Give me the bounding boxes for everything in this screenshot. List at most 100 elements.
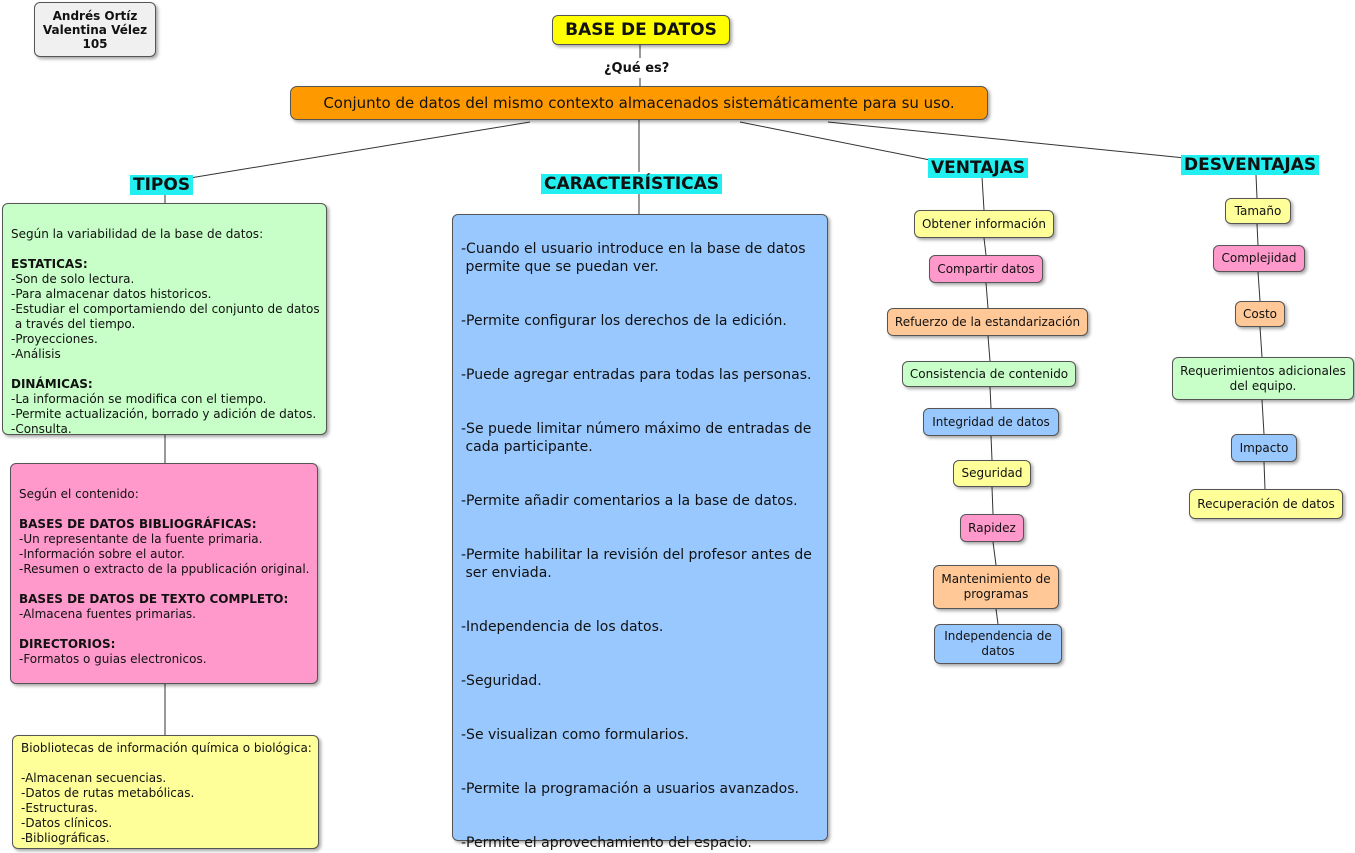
heading-caracteristicas: CARACTERÍSTICAS: [541, 174, 723, 194]
text-line: Según la variabilidad de la base de dato…: [11, 227, 264, 241]
caracteristica-line: -Permite habilitar la revisión del profe…: [461, 547, 812, 563]
text-line: -Consulta.: [11, 422, 72, 436]
desventaja-node: Recuperación de datos: [1189, 489, 1343, 519]
desventaja-node: Tamaño: [1225, 198, 1291, 224]
ventaja-label: Consistencia de contenido: [909, 366, 1069, 381]
group-number: 105: [82, 36, 108, 51]
caracteristica-line: -Cuando el usuario introduce en la base …: [461, 241, 806, 257]
text-line: DINÁMICAS:: [11, 377, 93, 391]
text-line: -Son de solo lectura.: [11, 272, 135, 286]
text-line: [21, 756, 310, 771]
text-line: -Formatos o guias electronicos.: [19, 652, 207, 666]
ventaja-node: Consistencia de contenido: [902, 361, 1076, 387]
caracteristicas-box: -Cuando el usuario introduce en la base …: [452, 214, 828, 851]
definition-box: Conjunto de datos del mismo contexto alm…: [290, 86, 988, 120]
caracteristica-line: -Permite la programación a usuarios avan…: [461, 781, 799, 797]
ventaja-node: Independencia de datos: [934, 624, 1062, 664]
ventaja-node: Seguridad: [953, 460, 1031, 487]
desventaja-label: Costo: [1242, 306, 1278, 321]
caracteristica-line: [461, 816, 819, 834]
text-line: -Proyecciones.: [11, 332, 98, 346]
text-line: [19, 577, 309, 592]
tipos-biologica-box: Biobliotecas de información química o bi…: [12, 735, 319, 849]
text-line: -Datos clínicos.: [21, 816, 113, 830]
page-title: BASE DE DATOS: [565, 19, 717, 40]
caracteristica-line: [461, 654, 819, 672]
definition-text: Conjunto de datos del mismo contexto alm…: [323, 93, 955, 112]
text-line: -Información sobre el autor.: [19, 547, 185, 561]
caracteristica-line: [461, 636, 819, 654]
caracteristica-line: [461, 330, 819, 348]
text-line: -Datos de rutas metabólicas.: [21, 786, 195, 800]
caracteristica-line: ser enviada.: [461, 565, 552, 581]
ventaja-node: Mantenimiento de programas: [933, 565, 1059, 609]
text-line: [11, 242, 318, 257]
desventaja-node: Impacto: [1231, 434, 1297, 462]
ventaja-node: Compartir datos: [929, 255, 1043, 283]
caracteristica-line: [461, 582, 819, 600]
desventaja-node: Complejidad: [1213, 245, 1305, 272]
text-line: -Resumen o extracto de la ppublicación o…: [19, 562, 310, 576]
author-name-1: Andrés Ortíz: [52, 8, 138, 23]
caracteristica-line: [461, 456, 819, 474]
ventaja-node: Refuerzo de la estandarización: [887, 308, 1088, 336]
authors-box: Andrés Ortíz Valentina Vélez 105: [34, 2, 156, 57]
caracteristica-line: [461, 384, 819, 402]
caracteristica-line: [461, 708, 819, 726]
ventaja-label: Seguridad: [961, 466, 1023, 480]
caracteristica-line: [461, 348, 819, 366]
text-line: [11, 362, 318, 377]
caracteristica-line: -Permite el aprovechamiento del espacio.: [461, 835, 752, 851]
text-line: ESTATICAS:: [11, 257, 88, 271]
text-line: -Estructuras.: [21, 801, 98, 815]
text-line: -Almacenan secuencias.: [21, 771, 167, 785]
caracteristica-line: [461, 762, 819, 780]
ventaja-label: Independencia de datos: [944, 629, 1052, 658]
caracteristica-line: -Se puede limitar número máximo de entra…: [461, 421, 812, 437]
title-box: BASE DE DATOS: [552, 15, 730, 45]
desventaja-label: Impacto: [1239, 440, 1289, 455]
caracteristica-line: cada participante.: [461, 439, 593, 455]
caracteristica-line: -Se visualizan como formularios.: [461, 727, 689, 743]
text-line: -Para almacenar datos historicos.: [11, 287, 212, 301]
text-line: -Estudiar el comportamiendo del conjunto…: [11, 302, 320, 316]
question-label: ¿Qué es?: [604, 61, 670, 76]
text-line: Biobliotecas de información química o bi…: [21, 741, 312, 755]
text-line: a través del tiempo.: [11, 317, 136, 331]
caracteristica-line: [461, 402, 819, 420]
desventaja-label: Recuperación de datos: [1197, 496, 1335, 511]
text-line: -La información se modifica con el tiemp…: [11, 392, 267, 406]
caracteristica-line: [461, 744, 819, 762]
caracteristica-line: [461, 528, 819, 546]
caracteristica-line: [461, 294, 819, 312]
ventaja-node: Integridad de datos: [923, 408, 1059, 436]
caracteristica-line: [461, 474, 819, 492]
caracteristica-line: [461, 600, 819, 618]
ventaja-node: Obtener información: [914, 210, 1054, 238]
text-line: -Permite actualización, borrado y adició…: [11, 407, 317, 421]
text-line: BASES DE DATOS BIBLIOGRÁFICAS:: [19, 517, 257, 531]
text-line: [19, 502, 309, 517]
caracteristica-line: [461, 276, 819, 294]
caracteristica-line: -Independencia de los datos.: [461, 619, 664, 635]
heading-ventajas: VENTAJAS: [928, 158, 1029, 178]
text-line: Según el contenido:: [19, 487, 139, 501]
caracteristica-line: [461, 690, 819, 708]
tipos-contenido-box: Según el contenido: BASES DE DATOS BIBLI…: [10, 463, 318, 684]
text-line: -Análisis: [11, 347, 61, 361]
text-line: -Bibliográficas.: [21, 831, 110, 845]
heading-tipos: TIPOS: [130, 175, 194, 195]
desventaja-label: Complejidad: [1221, 251, 1297, 265]
desventaja-label: Tamaño: [1234, 203, 1282, 218]
ventaja-label: Refuerzo de la estandarización: [894, 314, 1081, 329]
desventaja-node: Requerimientos adicionales del equipo.: [1172, 357, 1354, 400]
caracteristica-line: -Puede agregar entradas para todas las p…: [461, 367, 812, 383]
ventaja-label: Compartir datos: [937, 261, 1035, 276]
author-name-2: Valentina Vélez: [42, 22, 148, 37]
ventaja-label: Rapidez: [968, 520, 1016, 535]
caracteristica-line: [461, 510, 819, 528]
desventaja-node: Costo: [1235, 301, 1285, 327]
caracteristica-line: -Permite añadir comentarios a la base de…: [461, 493, 798, 509]
text-line: -Almacena fuentes primarias.: [19, 607, 196, 621]
